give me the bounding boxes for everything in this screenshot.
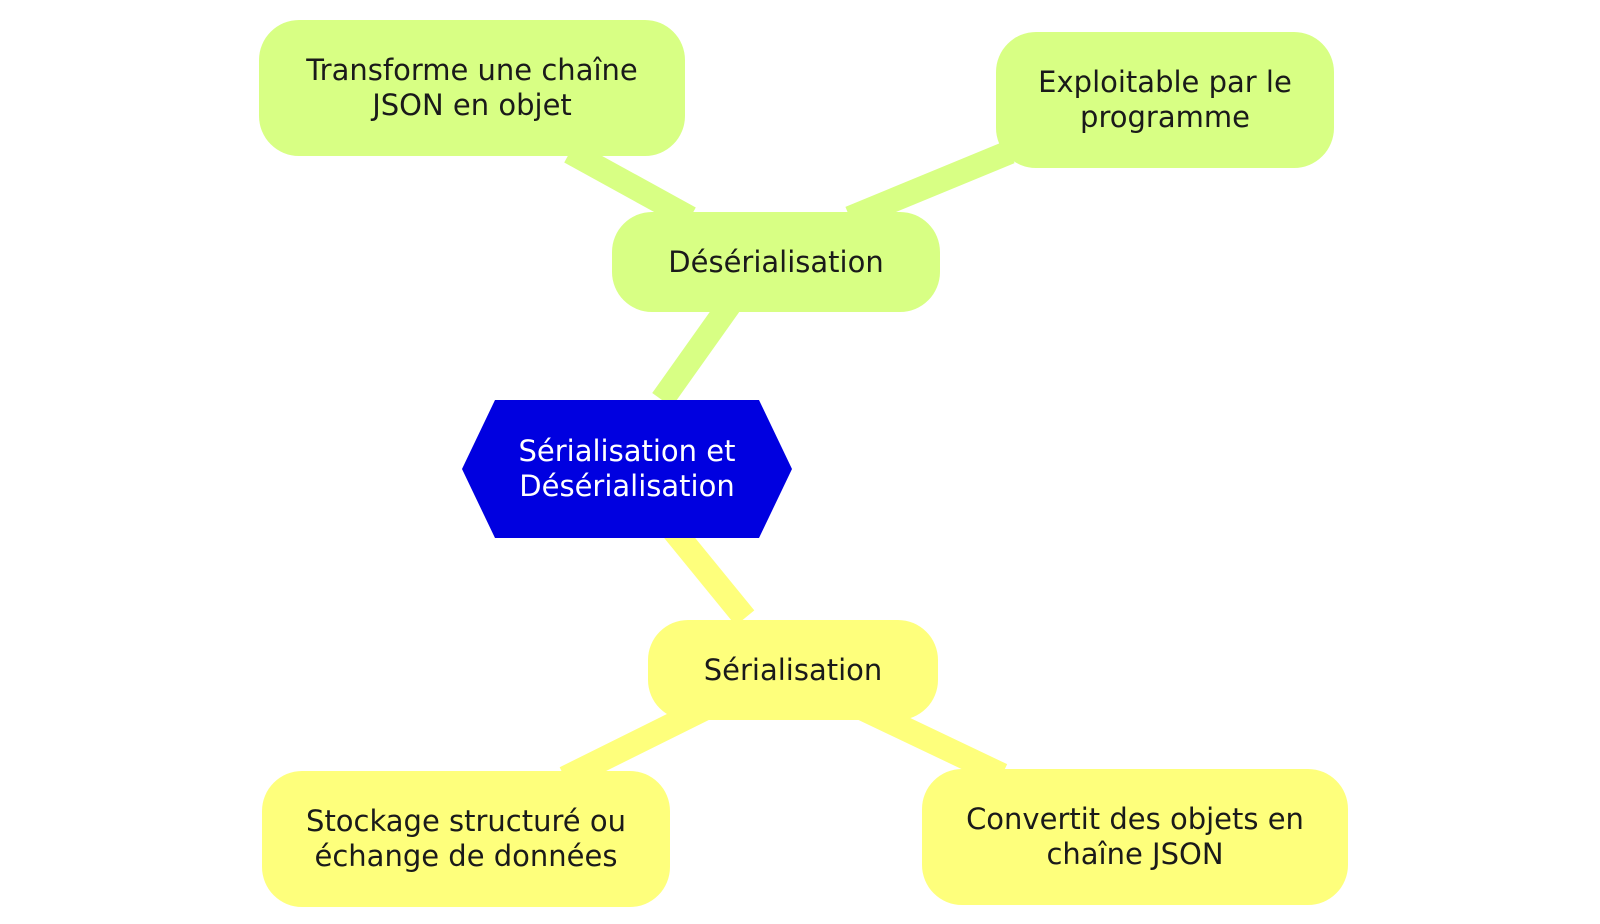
connector-deserialisation-to-transforme: [564, 141, 696, 229]
node-transforme-json-en-objet: Transforme une chaîne JSON en objet: [259, 20, 685, 156]
hub-label: Sérialisation et Désérialisation: [518, 434, 736, 503]
connector-hub-to-deserialisation: [652, 293, 743, 407]
node-label: Sérialisation: [703, 652, 883, 687]
node-convertit-objets-en-json: Convertit des objets en chaîne JSON: [922, 769, 1348, 905]
node-label: Désérialisation: [668, 244, 884, 279]
node-exploitable-par-le-programme: Exploitable par le programme: [996, 32, 1334, 168]
node-serialisation: Sérialisation: [648, 620, 938, 720]
connector-deserialisation-to-exploitable: [845, 140, 1015, 230]
node-deserialisation: Désérialisation: [612, 212, 940, 312]
node-label: Convertit des objets en chaîne JSON: [966, 802, 1304, 871]
node-stockage-structure: Stockage structuré ou échange de données: [262, 771, 670, 907]
node-label: Exploitable par le programme: [1038, 65, 1292, 134]
node-label: Stockage structuré ou échange de données: [306, 804, 626, 873]
node-label: Transforme une chaîne JSON en objet: [306, 53, 638, 122]
hub-serialisation-et-deserialisation: Sérialisation et Désérialisation: [462, 400, 792, 538]
